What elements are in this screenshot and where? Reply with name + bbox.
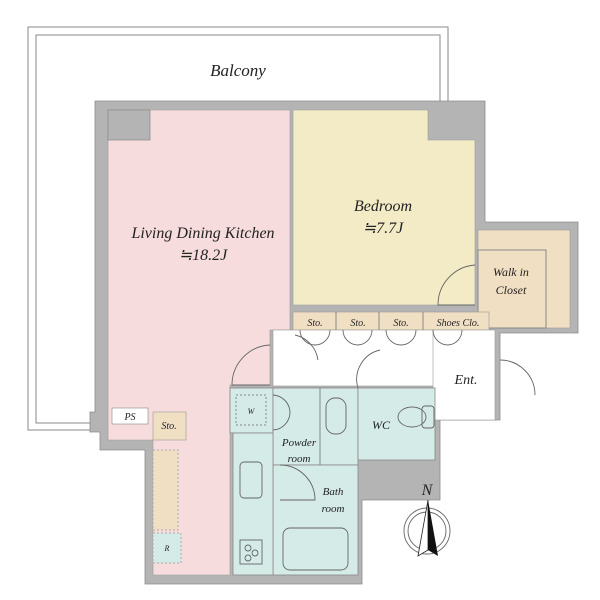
ldk-size: ≒18.2J	[179, 247, 228, 264]
fridge-space	[152, 532, 182, 564]
bedroom-floor	[292, 109, 476, 306]
powder-room-label: Powder	[281, 437, 317, 449]
ps-shaft	[111, 407, 149, 425]
doors	[231, 264, 536, 501]
walkin-closet-floor	[477, 229, 571, 329]
storage-label-3: Sto.	[393, 318, 408, 329]
kitchen-sink-icon	[239, 461, 263, 499]
powder-room	[272, 387, 359, 466]
washer-label: W	[248, 407, 256, 416]
bath-label-2: room	[322, 503, 345, 515]
bathtub-icon	[282, 527, 349, 571]
ldk-storage-label: Sto.	[161, 421, 176, 432]
ldk-corner-wall	[107, 109, 151, 141]
storage-label-2: Sto.	[350, 318, 365, 329]
sink	[325, 397, 347, 435]
shoes-closet-label: Shoes Clo.	[437, 318, 480, 329]
ldk-storage	[152, 411, 187, 441]
storage-label-1: Sto.	[307, 318, 322, 329]
walkin-label: Walk in	[493, 265, 529, 279]
powder-room-label-2: room	[288, 453, 311, 465]
entrance-floor	[432, 329, 496, 421]
walkin-shelf	[477, 249, 547, 329]
walkin-label-2: Closet	[496, 283, 527, 297]
entrance-label: Ent.	[454, 373, 478, 388]
toilet-icon	[397, 406, 427, 428]
wc-label: WC	[372, 418, 391, 432]
stove-icon	[239, 539, 263, 565]
kitchen-cabinet	[152, 449, 179, 531]
fridge-label: R	[164, 544, 170, 553]
bedroom-size: ≒7.7J	[363, 220, 404, 237]
wc-room	[357, 387, 436, 461]
balcony-label: Balcony	[210, 61, 266, 80]
north-compass: N	[403, 482, 451, 557]
ldk-label: Living Dining Kitchen	[130, 225, 274, 242]
balcony	[27, 26, 449, 431]
kitchen-counter	[232, 432, 274, 576]
ps-label: PS	[123, 412, 135, 423]
bedroom-label: Bedroom	[354, 198, 412, 215]
compass-label: N	[421, 482, 434, 499]
hallway-floor	[272, 329, 436, 387]
bath-label: Bath	[323, 486, 344, 498]
bath-room	[272, 464, 359, 576]
